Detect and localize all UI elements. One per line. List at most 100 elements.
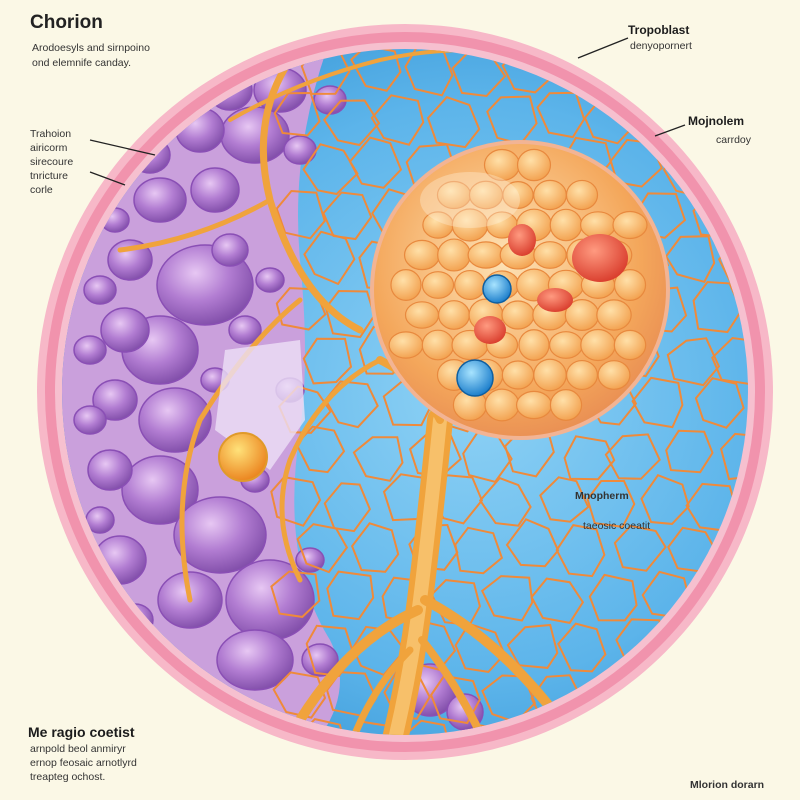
embryo-cell [403,239,441,271]
embryo-cell [612,210,648,240]
purple-cell [220,106,290,164]
mesh-cell [303,230,356,286]
mesh-cell [539,476,590,523]
mesh-cell [715,715,748,735]
label-left-1: Trahoion [30,128,72,140]
mesh-cell [506,623,559,669]
mesh-cell [565,720,619,735]
embryo-cell [421,329,455,361]
pointer-lines [89,37,686,186]
mesh-cell [275,189,326,240]
embryo-cell [596,299,632,331]
mesh-cell [322,99,381,147]
purple-cell [216,629,294,691]
mesh-cell [613,524,667,572]
purple-cell [92,379,138,421]
embryo-cell [549,389,583,421]
mesh-cell [717,147,748,192]
mesh-cell [712,624,748,673]
embryo-cell [404,301,440,329]
mesh-cell [666,337,721,387]
embryo-cell [390,269,422,301]
yellow-cell [218,432,268,482]
mesh-cell [505,518,560,568]
embryo-cells [388,148,648,422]
label-bottom-right: Mlorion dorarn [690,779,765,791]
mesh-cell [719,432,748,481]
title-subtext-1: Arodoesyls and sirnpoino [32,42,150,54]
mesh-cell [478,476,532,527]
purple-cell [255,267,285,293]
embryo-cell [454,269,486,301]
mesh-cell [694,377,745,429]
mesh-cell [588,573,638,622]
purple-cell [87,449,133,491]
embryo-cell [437,238,471,272]
mesh-cell [305,624,356,677]
mesh-cell [454,526,504,575]
red-cell [572,234,628,282]
embryo-cell [501,300,535,330]
purple-cell [283,135,317,165]
mesh-cell [530,577,585,625]
mesh-cell [454,622,506,673]
red-cell [474,316,506,344]
embryo-cell [467,241,505,269]
mesh-cell [555,523,606,578]
embryo-highlight [420,172,520,228]
mesh-cell [480,575,534,622]
purple-cell [133,177,187,223]
purple-cell [301,643,339,677]
label-trophoblast: Tropoblast [628,23,690,37]
embryo-cell [565,359,599,391]
embryo-cell [613,329,647,361]
label-bottom-left: Me ragio coetist [28,724,135,740]
mesh-cell [717,238,748,284]
mesh-cell [323,482,372,533]
blue-nucleus [456,359,494,397]
mesh-cell [563,435,616,481]
diagram-title: Chorion [30,12,103,33]
label-center-sub: taeosic coeatit [583,520,651,532]
mesh-cell [687,671,744,720]
mesh-cell [557,622,607,673]
mesh-cell [615,718,668,735]
label-right: Mojnolem [688,114,744,128]
label-right-sub: carrdoy [716,134,752,146]
mesh-cell [402,719,452,735]
mesh-cell [348,136,403,189]
label-left-5: corle [30,184,53,196]
purple-cell [73,405,107,435]
purple-cell [100,307,150,353]
embryo-cell [421,271,455,299]
embryo-cell [565,179,599,211]
embryo-cell [388,331,424,359]
purple-cell [83,275,117,305]
mesh-cell [586,480,636,528]
embryo-cell [518,329,550,361]
mesh-cell [408,523,459,571]
embryo-cell [437,300,471,330]
purple-cell [121,455,199,525]
mesh-cell [272,671,327,719]
purple-cell [73,335,107,365]
title-subtext-2: ond elemnife canday. [32,57,132,69]
embryo-cell [613,268,647,302]
mesh-cell [640,473,690,525]
embryo-cell [533,358,567,392]
embryo-cell [501,360,535,390]
embryo-cell [484,388,520,422]
mesh-cell [352,436,404,482]
mesh-cell [322,191,373,241]
mesh-cell [273,91,321,137]
purple-cell [173,496,267,574]
mesh-cell [270,570,321,618]
label-left-3: sirecoure [30,156,74,168]
embryo-cell [597,360,631,390]
mesh-cell [302,143,359,196]
mesh-cell [604,433,661,480]
mesh-cell [642,667,694,715]
embryo-cell [580,328,616,362]
mesh-cell [296,718,347,735]
mesh-cell [715,49,748,92]
